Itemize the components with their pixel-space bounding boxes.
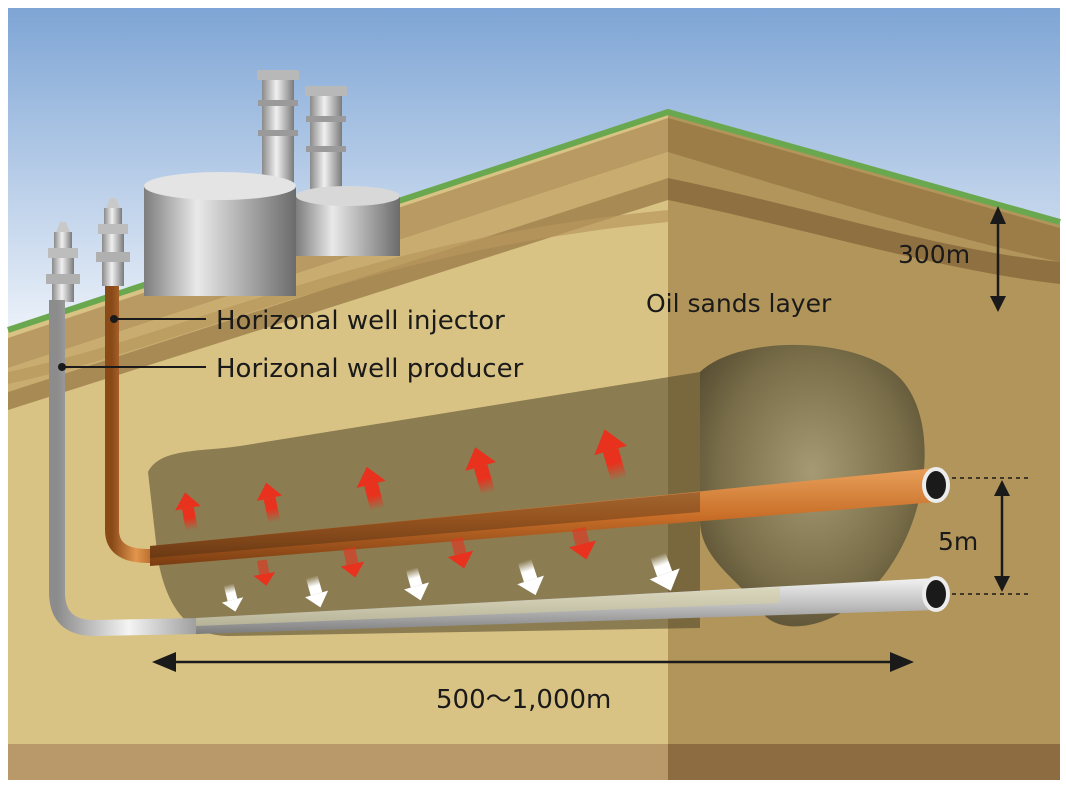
length-label: 500～1,000m	[436, 685, 611, 715]
steam-arrow	[175, 492, 201, 531]
steam-arrow	[356, 466, 386, 512]
bedrock-side	[668, 744, 1060, 780]
steam-arrow	[465, 447, 497, 496]
injector-label: Horizonal well injector	[216, 306, 505, 336]
producer-label: Horizonal well producer	[216, 354, 524, 384]
oil-arrow-white	[649, 552, 680, 591]
steam-chamber	[148, 372, 700, 636]
oil-arrow-white	[305, 574, 329, 608]
injector-leader	[110, 315, 206, 323]
oil-arrow-red	[253, 559, 276, 586]
wellhead-injector	[96, 198, 130, 286]
oil-arrow-red	[340, 547, 365, 578]
wellhead-producer	[46, 222, 80, 302]
oil-arrow-red	[568, 526, 597, 560]
steam-arrows	[175, 429, 628, 531]
side-stratum-2	[668, 178, 1060, 284]
steam-arrow	[594, 429, 628, 482]
depth-label: 300m	[898, 240, 970, 269]
oil-arrow-white	[221, 583, 244, 612]
oil-arrow-white	[517, 558, 544, 596]
oil-arrow-white	[404, 566, 430, 601]
injector-pipe	[105, 286, 950, 566]
bedrock-front	[8, 744, 668, 780]
spacing-dimension	[952, 477, 1030, 595]
oil-arrow-red	[447, 536, 474, 569]
length-dimension	[152, 652, 914, 672]
side-stratum-1	[668, 118, 1060, 262]
facility	[144, 70, 400, 296]
steam-arrow	[256, 482, 283, 523]
producer-pipe	[49, 300, 950, 637]
layer-label: Oil sands layer	[646, 289, 832, 318]
producer-leader	[58, 363, 206, 371]
oil-flow-arrows	[221, 526, 680, 612]
spacing-label: 5m	[938, 527, 978, 556]
depth-dimension	[990, 206, 1006, 312]
